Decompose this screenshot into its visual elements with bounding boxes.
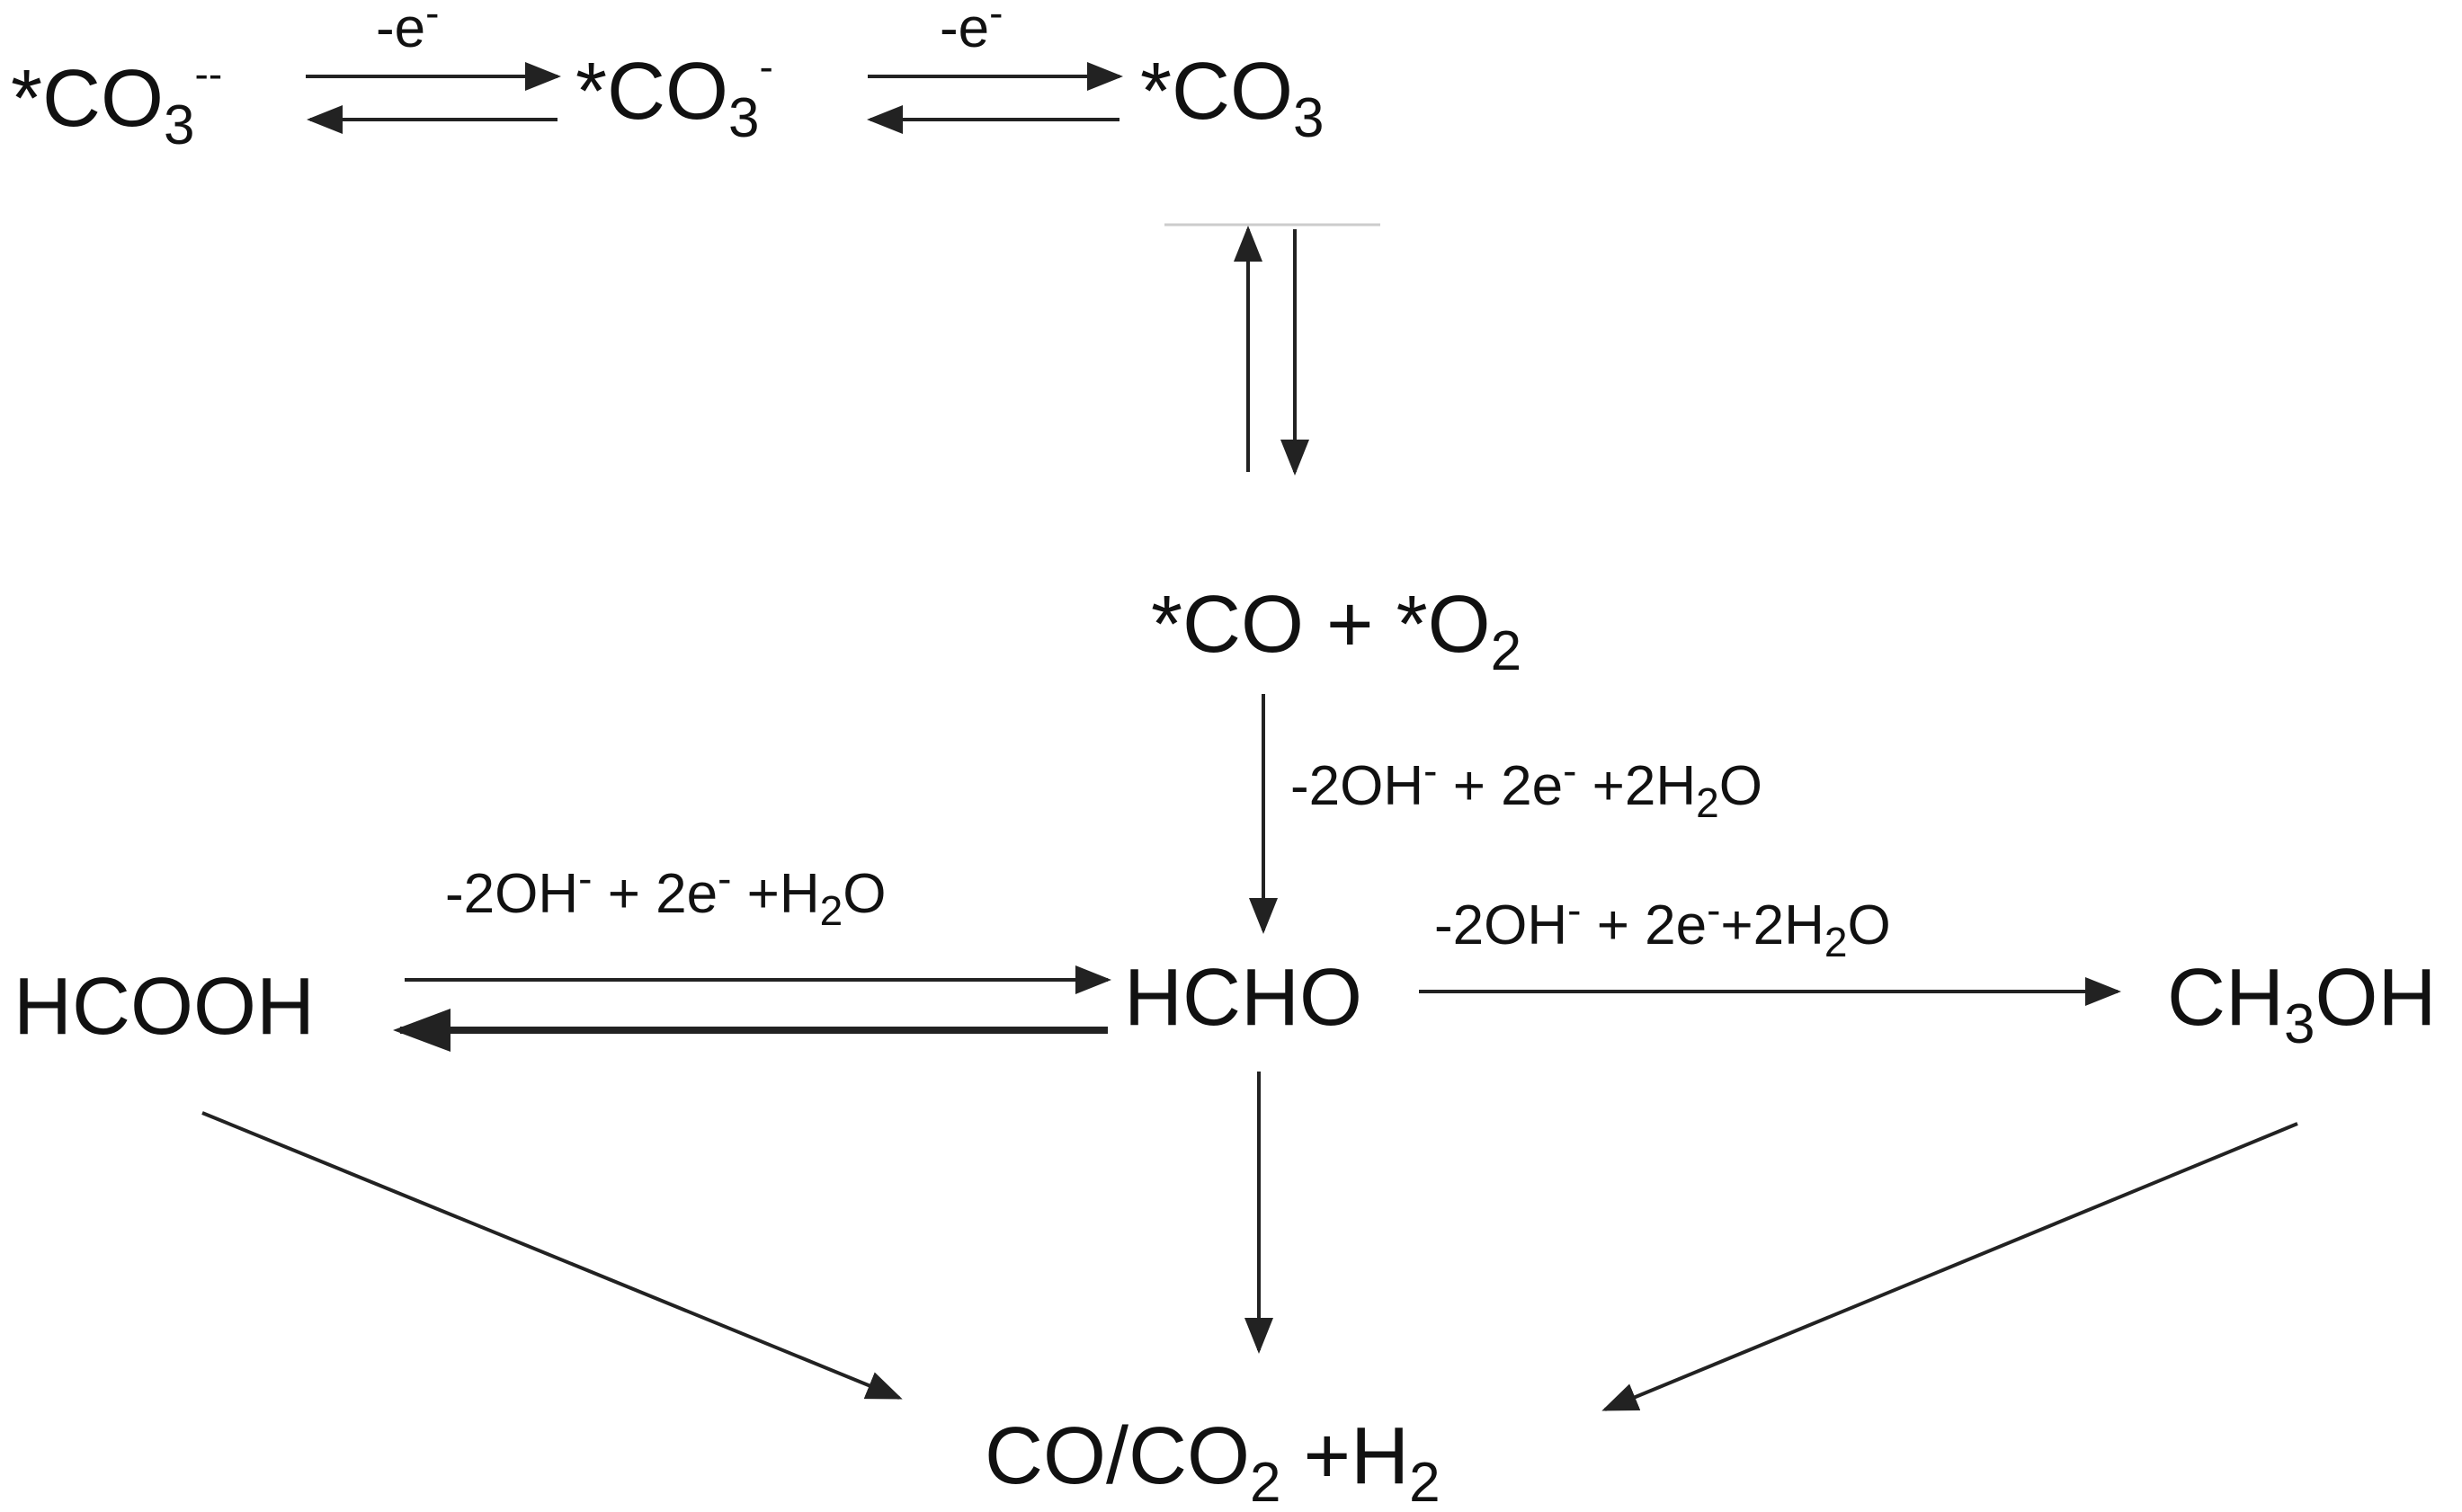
species-hcho: HCHO bbox=[1124, 953, 1362, 1043]
species-co-co2-h2: CO/CO2 +H2 bbox=[985, 1411, 1441, 1512]
species-co3-anion: *CO3- bbox=[575, 43, 773, 149]
condition-co-to-hcho: -2OH- + 2e- +2H2O bbox=[1290, 747, 1762, 826]
species-co3-dianion: *CO3-- bbox=[11, 50, 222, 156]
condition-hcho-ch3oh: -2OH- + 2e-+2H2O bbox=[1434, 886, 1891, 965]
species-ch3oh: CH3OH bbox=[2167, 953, 2436, 1055]
species-co3-neutral: *CO3 bbox=[1140, 47, 1325, 149]
condition-hcooh-hcho: -2OH- + 2e- +H2O bbox=[445, 855, 886, 934]
arrow-ch3oh-to-final bbox=[1601, 1122, 2298, 1411]
condition-oxidation-1: -e- bbox=[376, 0, 439, 59]
species-hcooh: HCOOH bbox=[13, 962, 315, 1052]
species-co-plus-o2: *CO + *O2 bbox=[1151, 580, 1521, 682]
condition-oxidation-2: -e- bbox=[940, 0, 1003, 59]
arrow-hcooh-to-final bbox=[201, 1111, 903, 1400]
